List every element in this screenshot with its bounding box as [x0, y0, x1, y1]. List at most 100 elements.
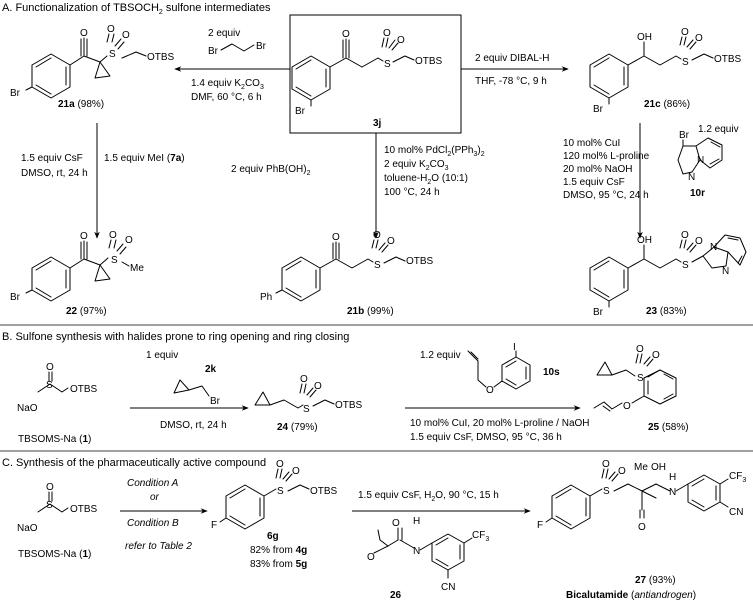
atom-label: CN: [729, 507, 743, 518]
condition-text: 2 equiv: [208, 28, 240, 39]
atom-label: O: [638, 522, 646, 533]
compound-label-21c: 21c (86%): [644, 99, 690, 110]
atom-label: Me: [130, 263, 144, 274]
atom-label: S: [109, 49, 116, 60]
atom-label: OTBS: [415, 56, 443, 67]
atom-label: O: [314, 381, 322, 392]
compound-label-23: 23 (83%): [646, 306, 687, 317]
condition-text: 2 equiv PhB(OH)2: [231, 164, 311, 177]
compound-21a-structure: [25, 33, 147, 99]
atom-label: N: [688, 172, 695, 183]
atom-label: O: [107, 24, 115, 35]
condition-text: refer to Table 2: [125, 541, 192, 552]
atom-label: O: [46, 482, 54, 493]
compound-label-10r: 10r: [690, 188, 705, 199]
compound-label-21b: 21b (99%): [347, 306, 394, 317]
atom-label: S: [637, 373, 644, 384]
atom-label: F: [537, 520, 543, 531]
atom-label: Br: [679, 130, 690, 141]
atom-label: OTBS: [310, 486, 338, 497]
condition-text: DMF, 60 °C, 6 h: [191, 92, 262, 103]
atom-label: H: [669, 472, 676, 483]
condition-text: 1.2 equiv: [698, 124, 739, 135]
atom-label: N: [697, 155, 704, 166]
condition-text: THF, -78 °C, 9 h: [475, 76, 547, 87]
atom-label: N: [710, 242, 717, 253]
atom-label: CF3: [729, 471, 746, 484]
atom-label: O: [618, 466, 626, 477]
compound-label-2k: 2k: [205, 364, 217, 375]
atom-label: O: [636, 344, 644, 355]
atom-label: S: [111, 255, 118, 266]
atom-label: NaO: [17, 403, 38, 414]
atom-label: S: [277, 486, 284, 497]
atom-label: OH: [637, 235, 652, 246]
condition-text: 1.5 equiv CsF, H2O, 90 °C, 15 h: [358, 490, 499, 503]
atom-label: O: [276, 459, 284, 470]
compound-label-21a: 21a (98%): [58, 99, 104, 110]
atom-label: Br: [593, 104, 604, 115]
atom-label: O: [46, 362, 54, 373]
compound-3j-box: [289, 14, 462, 134]
atom-label: OTBS: [406, 256, 434, 267]
atom-label: I: [513, 342, 516, 353]
compound-22-structure: [25, 239, 130, 302]
atom-label: O: [602, 459, 610, 470]
condition-text: 10 mol% CuI: [563, 138, 620, 149]
atom-label: O: [80, 231, 88, 242]
condition-text: 10 mol% CuI, 20 mol% L-proline / NaOH: [410, 418, 590, 429]
compound-label-6g: 6g: [267, 531, 279, 542]
condition-text: DMSO, rt, 24 h: [21, 168, 88, 179]
atom-label: S: [682, 260, 689, 271]
condition-text: 1.2 equiv: [420, 350, 461, 361]
compound-label-26: 26: [390, 590, 402, 601]
atom-label: Ph: [260, 292, 272, 303]
compound-21b-structure: [275, 239, 406, 302]
condition-text: 1.4 equiv K2CO3: [191, 78, 264, 91]
atom-label: O: [342, 29, 350, 40]
compound-label-22: 22 (97%): [66, 306, 107, 317]
atom-label: Br: [210, 396, 221, 407]
atom-label: F: [211, 520, 217, 531]
atom-label: S: [682, 57, 689, 68]
atom-label: OTBS: [714, 54, 742, 65]
compound-label-24: 24 (79%): [277, 422, 318, 433]
compound-1-structure: [37, 491, 69, 513]
condition-text: 2 equiv DIBAL-H: [475, 53, 549, 64]
compound-label-25: 25 (58%): [648, 422, 689, 433]
condition-text: Condition B: [127, 518, 179, 529]
atom-label: O: [109, 230, 117, 241]
atom-label: S: [303, 404, 310, 415]
condition-text: Condition A: [127, 478, 179, 489]
atom-label: Br: [10, 292, 21, 303]
atom-label: OTBS: [335, 400, 363, 411]
atom-label: O: [695, 236, 703, 247]
condition-text: DMSO, 95 °C, 24 h: [563, 190, 649, 201]
atom-label: O: [292, 466, 300, 477]
section-a-title: A. Functionalization of TBSOCH2 sulfone …: [2, 2, 271, 16]
atom-label: CN: [441, 582, 455, 593]
compound-10s-structure: [467, 350, 531, 390]
atom-label: S: [46, 380, 53, 391]
atom-label: O: [80, 28, 88, 39]
atom-label: S: [46, 500, 53, 511]
atom-label: NaO: [17, 523, 38, 534]
yield-6g-from-5g: 83% from 5g: [250, 559, 307, 570]
atom-label: OH: [637, 32, 652, 43]
atom-label: O: [125, 235, 133, 246]
compound-label-1: TBSOMS-Na (1): [18, 549, 91, 560]
condition-text: 1.5 equiv CsF: [21, 153, 83, 164]
atom-label: OH: [651, 462, 666, 473]
atom-label: O: [392, 518, 400, 529]
atom-label: N: [722, 266, 729, 277]
atom-label: OTBS: [70, 384, 98, 395]
atom-label: O: [122, 30, 130, 41]
atom-label: O: [486, 385, 494, 396]
compound-3j-structure: [291, 37, 415, 107]
atom-label: S: [603, 486, 610, 497]
atom-label: O: [623, 401, 631, 412]
condition-text: toluene-H2O (10:1): [384, 173, 468, 186]
condition-text: or: [150, 492, 160, 503]
compound-24-structure: [254, 383, 335, 409]
